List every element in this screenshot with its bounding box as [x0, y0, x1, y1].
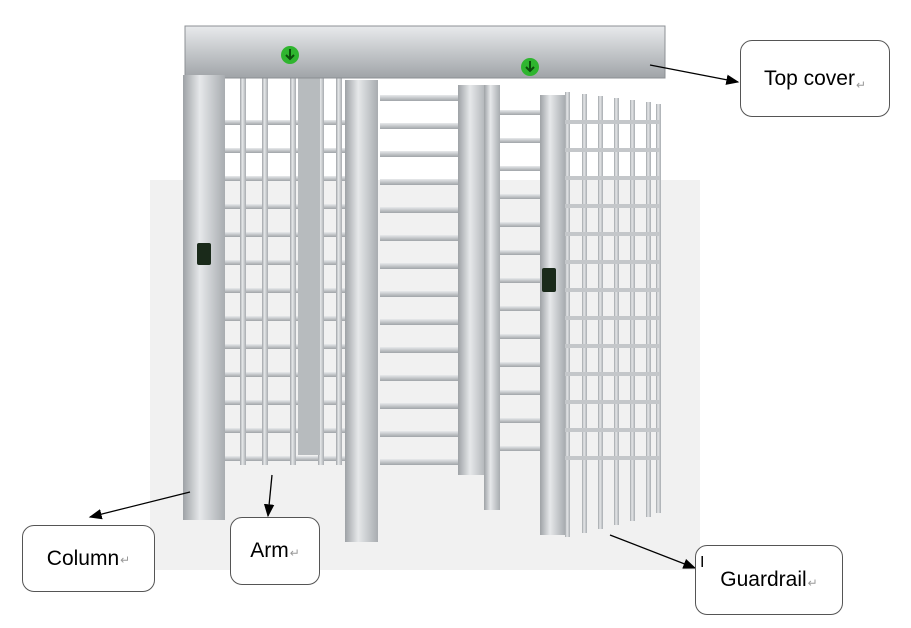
rotor-arm — [380, 291, 488, 297]
arm-pointer — [263, 474, 275, 518]
rotor-arm — [380, 179, 488, 185]
rotor-arm — [380, 347, 488, 353]
rotor-arm — [380, 319, 488, 325]
guardrail-pointer — [609, 534, 697, 569]
guardrail-bar — [656, 104, 661, 513]
arrow-down-icon — [525, 61, 535, 73]
guardrail-rail — [565, 120, 660, 124]
guardrail-rail — [565, 372, 660, 376]
arm-bar — [222, 400, 346, 405]
arm-bar — [222, 232, 346, 237]
arm-label: Arm↵ — [230, 517, 320, 585]
paragraph-mark: ↵ — [289, 546, 300, 560]
arm-bar — [222, 148, 346, 153]
arm-bar — [500, 110, 542, 115]
arm-bar — [500, 138, 542, 143]
guardrail-rail — [565, 344, 660, 348]
column-text: Column — [46, 546, 120, 570]
arm-bar — [500, 446, 542, 451]
arm-bar — [500, 362, 542, 367]
rotor-arm — [380, 431, 488, 437]
left-vertical-bar — [240, 75, 246, 465]
arm-bar — [500, 166, 542, 171]
left-post — [298, 75, 320, 455]
rotor-shaft — [458, 85, 488, 475]
arm-bar — [222, 288, 346, 293]
arm-text: Arm — [250, 539, 289, 562]
card-reader-left — [197, 243, 211, 265]
guardrail-rail — [565, 260, 660, 264]
arm-bar — [500, 278, 542, 283]
left-column — [183, 75, 225, 520]
guardrail-bar — [614, 98, 619, 525]
arrow-down-icon — [285, 49, 295, 61]
left-vertical-bar — [318, 75, 324, 465]
arm-bar — [500, 306, 542, 311]
rotor-arm — [380, 403, 488, 409]
left-vertical-bar — [336, 75, 342, 465]
guardrail-rail — [565, 148, 660, 152]
arm-bar — [222, 120, 346, 125]
rotor-post — [484, 85, 500, 510]
arm-bar — [222, 344, 346, 349]
arm-bar — [500, 194, 542, 199]
arm-bar — [222, 316, 346, 321]
arm-bar — [222, 204, 346, 209]
arm-bar — [222, 456, 346, 461]
center-column — [345, 80, 378, 542]
guardrail-rail — [565, 176, 660, 180]
arm-bar — [222, 372, 346, 377]
paragraph-mark: ↵ — [120, 553, 131, 567]
column-pointer — [88, 491, 191, 520]
paragraph-mark: ↵ — [855, 78, 867, 92]
left-vertical-bar — [262, 75, 268, 465]
guardrail-bar — [565, 92, 570, 537]
guardrail-rail — [565, 288, 660, 292]
arm-bar — [222, 176, 346, 181]
top-cover-pointer — [649, 64, 740, 85]
top-cover — [184, 25, 666, 79]
top-cover-text: Top cover — [763, 66, 855, 90]
guardrail-label: I Guardrail↵ — [695, 545, 843, 615]
turnstile-bars — [222, 75, 661, 537]
right-column — [540, 95, 565, 535]
rotor-arm — [380, 95, 488, 101]
guardrail-rail — [565, 400, 660, 404]
arm-bar — [500, 222, 542, 227]
guardrail-text: Guardrail — [720, 568, 807, 591]
rotor-arm — [380, 263, 488, 269]
rotor-arm — [380, 207, 488, 213]
arm-bar — [500, 418, 542, 423]
rotor-arm — [380, 375, 488, 381]
guardrail-rail — [565, 232, 660, 236]
text-cursor: I — [700, 554, 705, 571]
guardrail-bar — [646, 102, 651, 517]
guardrail-rail — [565, 428, 660, 432]
rotor-arm — [380, 235, 488, 241]
guardrail-bar — [598, 96, 603, 529]
arm-bar — [500, 334, 542, 339]
arm-bar — [500, 390, 542, 395]
paragraph-mark: ↵ — [807, 576, 818, 590]
guardrail-rail — [565, 316, 660, 320]
top-cover-label: Top cover↵ — [740, 40, 890, 117]
guardrail-bar — [582, 94, 587, 533]
guardrail-rail — [565, 204, 660, 208]
guardrail-rail — [565, 456, 660, 460]
arm-bar — [500, 250, 542, 255]
rotor-arm — [380, 151, 488, 157]
arm-bar — [222, 428, 346, 433]
arm-bar — [222, 260, 346, 265]
column-label: Column↵ — [22, 525, 155, 592]
left-vertical-bar — [290, 75, 296, 465]
rotor-arm — [380, 123, 488, 129]
rotor-arm — [380, 459, 488, 465]
card-reader-right — [542, 268, 556, 292]
guardrail-bar — [630, 100, 635, 521]
